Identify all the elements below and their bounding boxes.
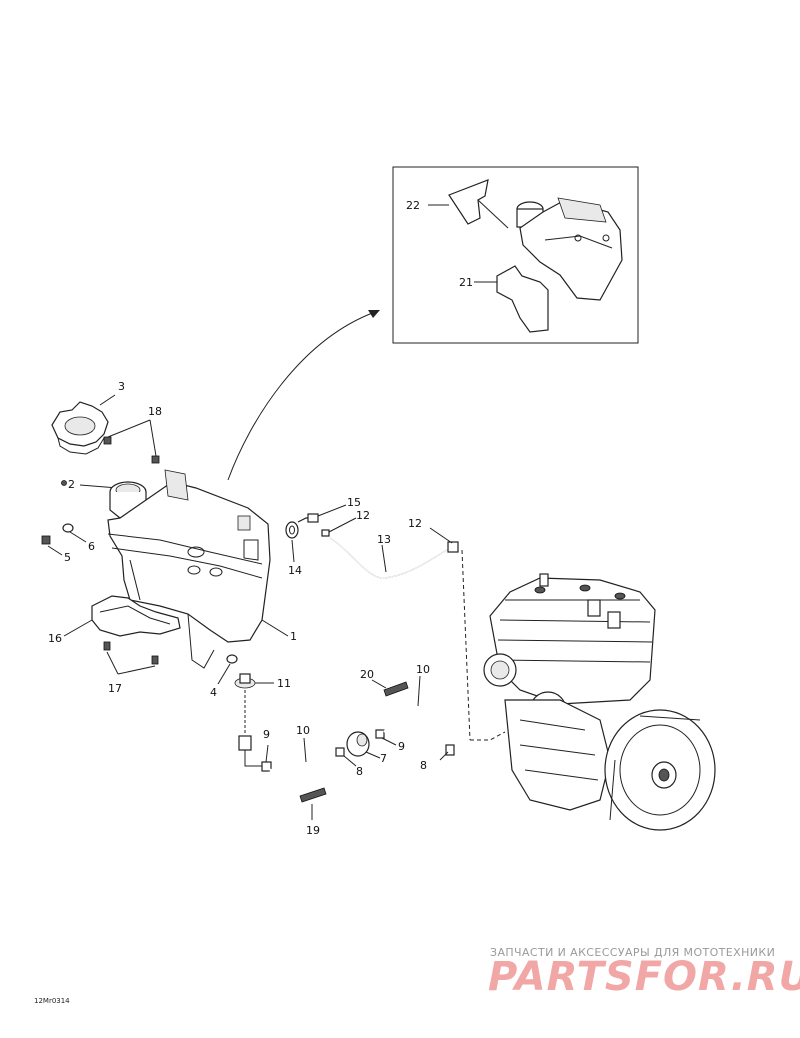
grommet-11: 11 bbox=[234, 673, 291, 767]
watermark: ЗАПЧАСТИ И АКСЕССУАРЫ ДЛЯ МОТОТЕХНИКИ PA… bbox=[488, 946, 800, 1000]
inset-detail: 22 21 bbox=[392, 166, 639, 344]
callout-10-lower: 10 bbox=[296, 724, 310, 737]
callout-8-left: 8 bbox=[356, 765, 363, 778]
oil-feed-group: 9 10 19 8 7 9 10 20 8 bbox=[261, 663, 455, 837]
callout-3: 3 bbox=[118, 380, 125, 393]
heat-shield-21 bbox=[496, 265, 549, 333]
callout-16: 16 bbox=[48, 632, 62, 645]
callout-7: 7 bbox=[380, 752, 387, 765]
watermark-brand: PARTSFOR.RU bbox=[488, 954, 800, 1000]
callout-14: 14 bbox=[288, 564, 302, 577]
inset-reservoir bbox=[516, 197, 623, 301]
callout-20: 20 bbox=[360, 668, 374, 681]
detail-arrow bbox=[227, 310, 380, 481]
callout-21: 21 bbox=[459, 276, 473, 289]
callout-17: 17 bbox=[108, 682, 122, 695]
callout-15: 15 bbox=[347, 496, 361, 509]
vent-line-group: 14 15 12 13 12 bbox=[285, 496, 506, 741]
callout-11: 11 bbox=[277, 677, 291, 690]
callout-9-left: 9 bbox=[263, 728, 270, 741]
screws-18: 18 bbox=[103, 405, 162, 464]
callout-12-right: 12 bbox=[408, 517, 422, 530]
callout-19: 19 bbox=[306, 824, 320, 837]
callout-18: 18 bbox=[148, 405, 162, 418]
callout-1: 1 bbox=[290, 630, 297, 643]
screws-17: 17 bbox=[103, 641, 159, 695]
watermark-tagline: ЗАПЧАСТИ И АКСЕССУАРЫ ДЛЯ МОТОТЕХНИКИ bbox=[490, 946, 775, 959]
oil-reservoir: 1 bbox=[107, 469, 297, 669]
nut-4: 4 bbox=[210, 654, 238, 699]
decal-22 bbox=[448, 179, 489, 225]
callout-9-right: 9 bbox=[398, 740, 405, 753]
figure-code: 12Mr0314 bbox=[34, 997, 70, 1005]
callout-5: 5 bbox=[64, 551, 71, 564]
callout-4: 4 bbox=[210, 686, 217, 699]
callout-8-right: 8 bbox=[420, 759, 427, 772]
fasteners-5-6: 6 5 bbox=[41, 523, 95, 564]
callout-12-left: 12 bbox=[356, 509, 370, 522]
callout-2-group: 2 bbox=[61, 478, 119, 491]
callout-13: 13 bbox=[377, 533, 391, 546]
callout-22: 22 bbox=[406, 199, 420, 212]
engine bbox=[483, 573, 716, 831]
callout-6: 6 bbox=[88, 540, 95, 553]
reservoir-cap: 3 bbox=[51, 380, 125, 455]
heat-shield-16: 16 bbox=[48, 595, 181, 645]
callout-10-upper: 10 bbox=[416, 663, 430, 676]
callout-2: 2 bbox=[68, 478, 75, 491]
